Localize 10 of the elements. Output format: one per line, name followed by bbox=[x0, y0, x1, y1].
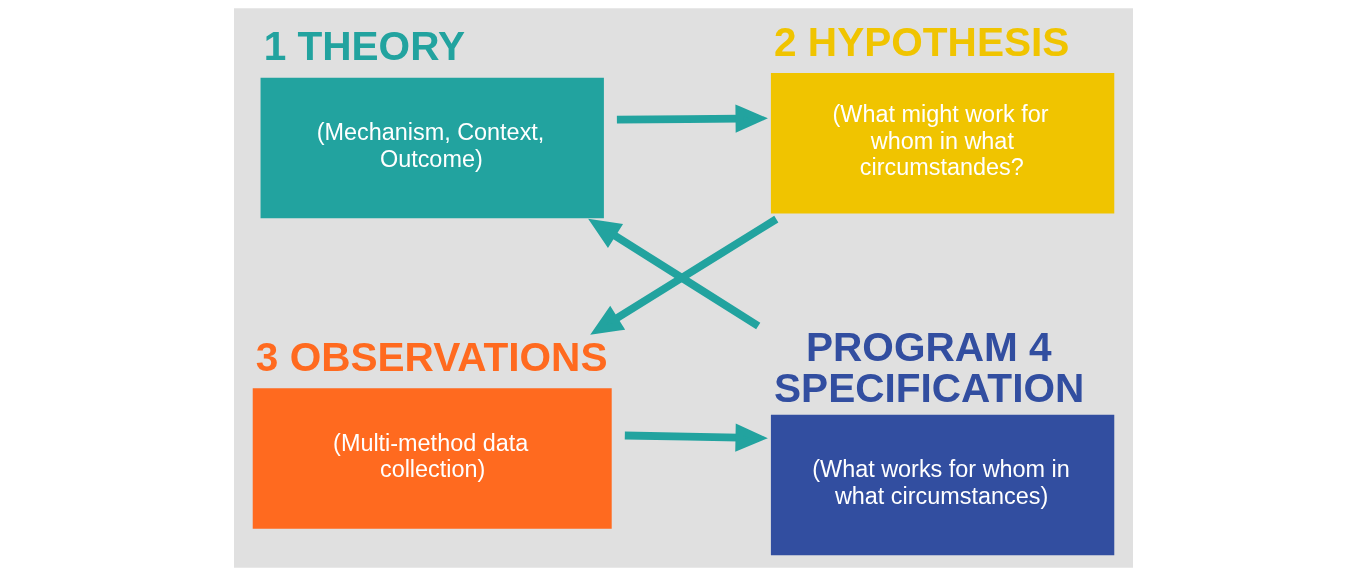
node-label: 1 THEORY bbox=[263, 23, 465, 70]
node-label: 2 HYPOTHESIS bbox=[773, 18, 1069, 65]
node-box: (Mechanism, Context, Outcome) bbox=[260, 77, 604, 219]
arrow bbox=[589, 215, 778, 335]
arrow bbox=[587, 218, 760, 330]
node-box: (What works for whom in what circumstances) bbox=[770, 414, 1114, 556]
node-label: 3 OBSERVATIONS bbox=[255, 333, 607, 380]
node-label: PROGRAM 4 SPECIFICATION bbox=[773, 324, 1084, 412]
node-box: (What might work for whom in what circumstandes? bbox=[770, 73, 1114, 214]
node-box: (Multi-method data collection) bbox=[252, 388, 612, 529]
